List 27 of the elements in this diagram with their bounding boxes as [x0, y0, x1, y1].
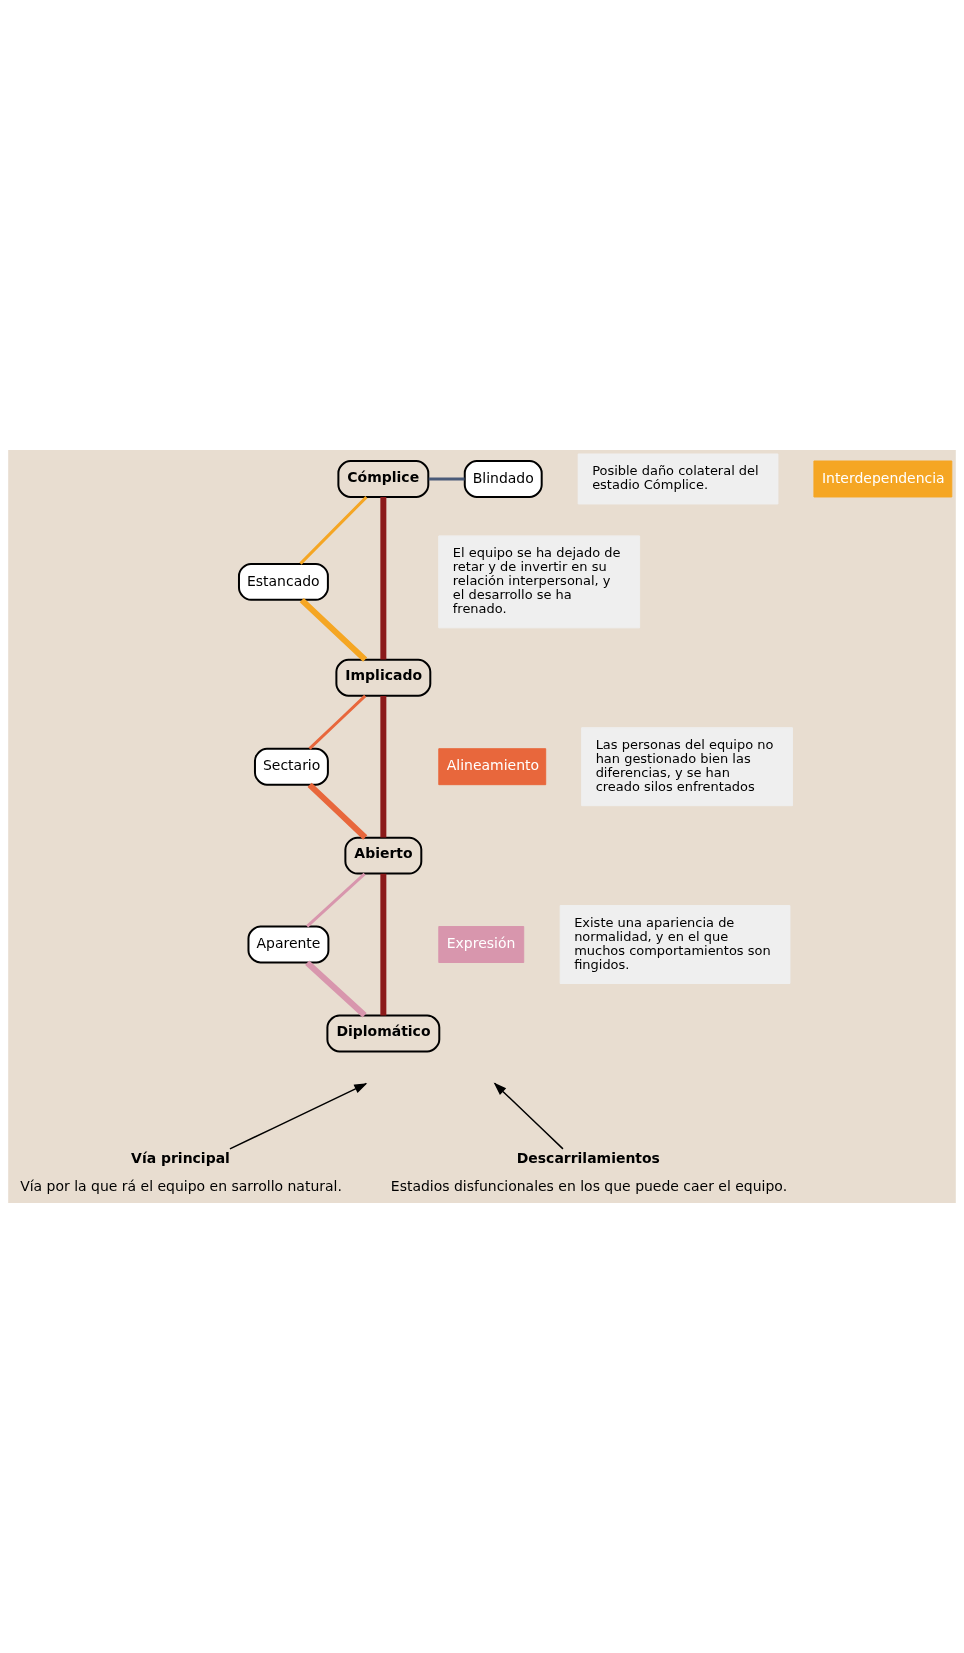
connector: [308, 694, 367, 750]
node-box: Las personas del equipo no han gestionado bien las diferencias, y se han creado silos enfrentados: [581, 727, 793, 807]
node-box: Diplomático: [326, 1014, 441, 1053]
node-box: Sectario: [253, 747, 329, 786]
node-box: Blindado: [463, 460, 543, 498]
node-text: Vía principal Vía por la que rá el equipo en sarrollo natural.: [20, 1150, 342, 1195]
node-box: Posible daño colateral del estadio Cómplice.: [577, 453, 779, 505]
connector: [305, 960, 367, 1018]
node-box: Aparente: [247, 925, 330, 964]
connector: [299, 597, 368, 662]
node-box: Existe una apariencia de normalidad, y en el que muchos comportamientos son fingidos.: [559, 905, 791, 984]
node-box: El equipo se ha dejado de retar y de invertir en su relación interpersonal, y el desarrollo se ha frenado.: [438, 535, 641, 629]
node-text: Descarrilamientos Estadios disfuncionales en los que puede caer el equipo.: [390, 1150, 788, 1195]
node-box: Alineamiento: [438, 748, 547, 786]
node-box: Estancado: [238, 562, 329, 601]
connector: [380, 497, 387, 660]
node-box: Abierto: [344, 836, 423, 875]
connector: [306, 872, 366, 928]
connector: [307, 782, 368, 840]
node-box: Implicado: [335, 658, 432, 697]
node-box: Cómplice: [337, 460, 430, 498]
node-box: Interdependencia: [813, 460, 953, 498]
connector: [299, 496, 368, 565]
connector: [428, 477, 465, 481]
connector: [380, 695, 387, 838]
node-box: Expresión: [438, 926, 525, 963]
connector: [380, 873, 387, 1016]
